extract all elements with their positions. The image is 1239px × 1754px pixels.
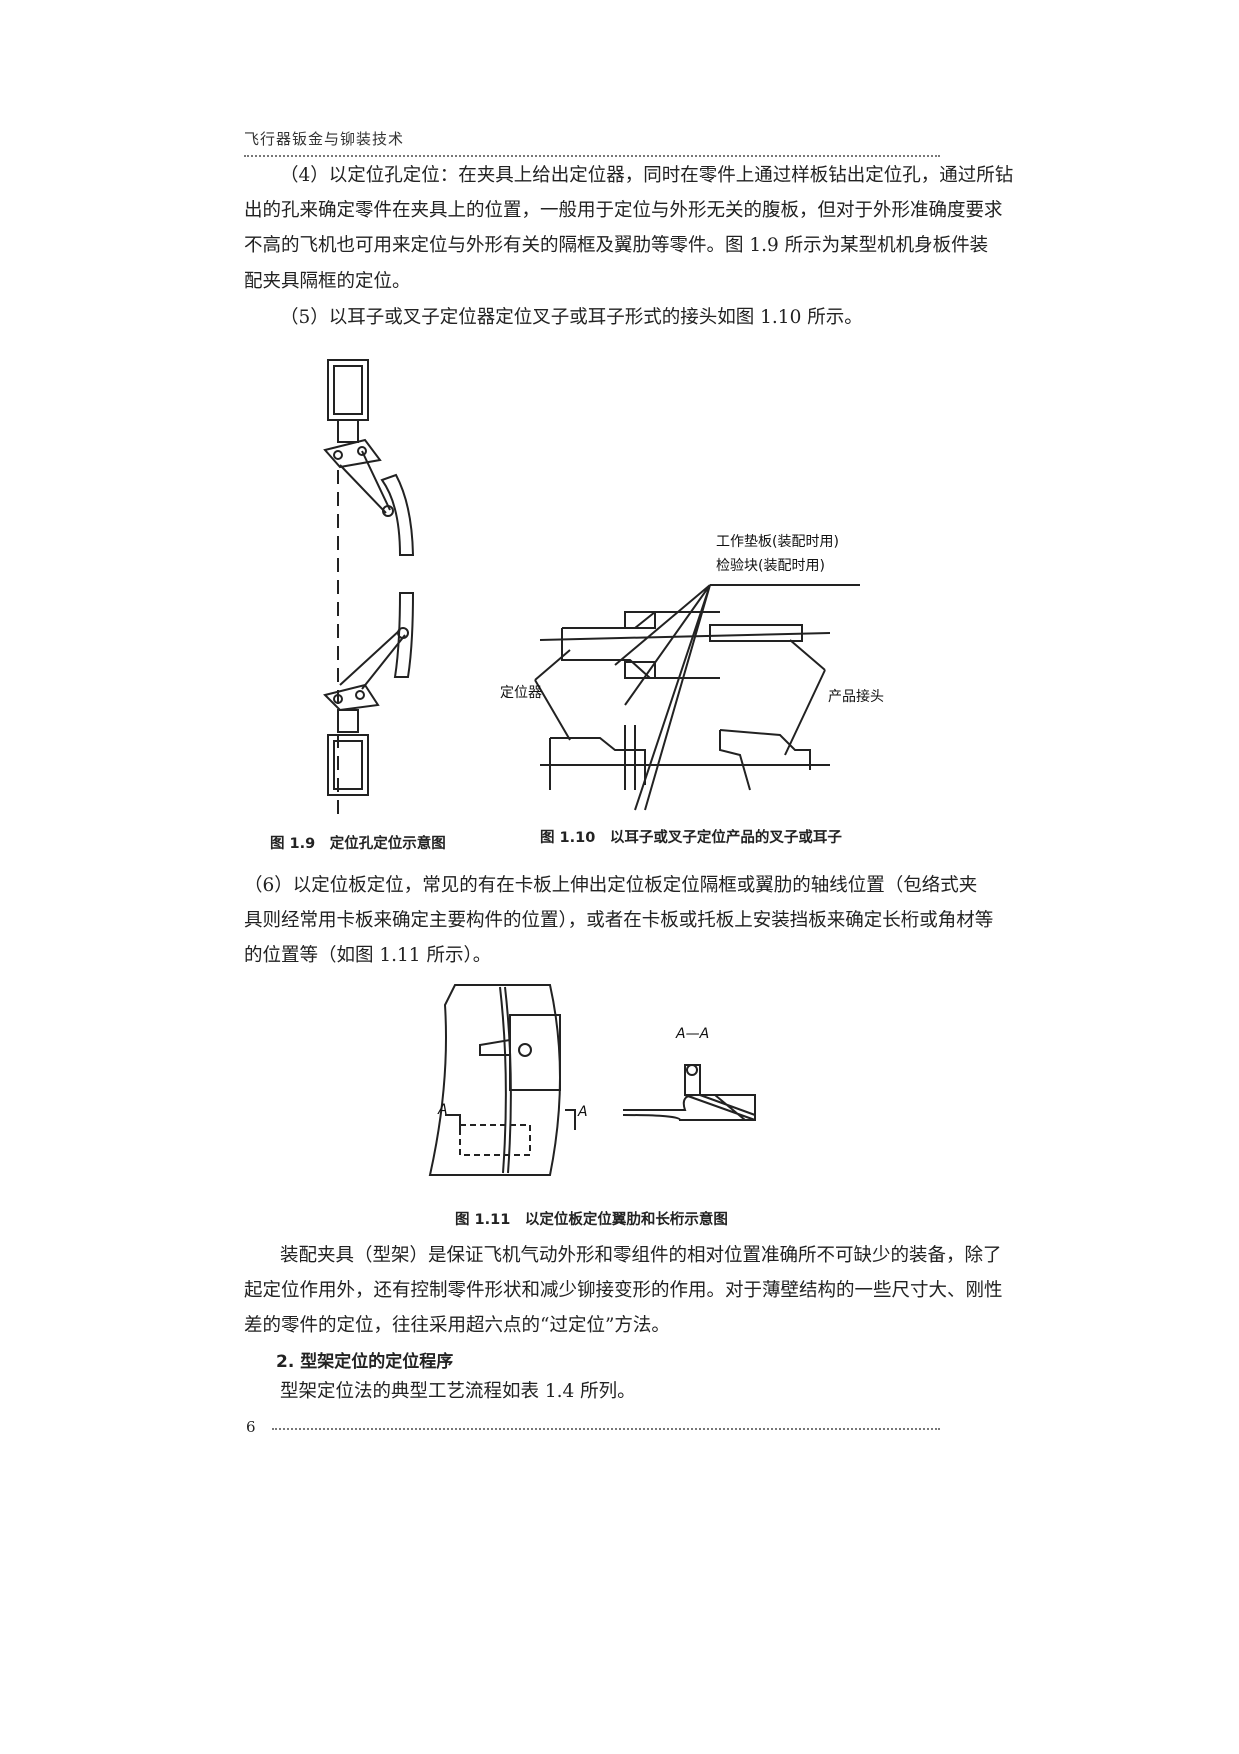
paragraph-8: 型架定位法的典型工艺流程如表 1.4 所列。 bbox=[280, 1381, 636, 1402]
paragraph-6-line: 具则经常用卡板来确定主要构件的位置），或者在卡板或托板上安装挡板来确定长桁或角材… bbox=[244, 910, 994, 931]
section-label-a-a: A—A bbox=[676, 1026, 710, 1042]
label-work-pad: 工作垫板(装配时用) bbox=[716, 534, 839, 550]
label-check-block: 检验块(装配时用) bbox=[716, 558, 825, 574]
figure-1-9-caption: 图 1.9 定位孔定位示意图 bbox=[270, 836, 446, 852]
paragraph-7-line: 起定位作用外，还有控制零件形状和减少铆接变形的作用。对于薄壁结构的一些尺寸大、刚… bbox=[244, 1280, 1003, 1301]
section-mark-a-left: A bbox=[438, 1102, 448, 1118]
paragraph-6-line: 的位置等（如图 1.11 所示）。 bbox=[244, 945, 492, 966]
figure-1-11-caption: 图 1.11 以定位板定位翼肋和长桁示意图 bbox=[455, 1212, 728, 1228]
paragraph-7-line: 差的零件的定位，往往采用超六点的“过定位”方法。 bbox=[244, 1315, 670, 1336]
figure-1-9-drawing bbox=[323, 359, 415, 815]
label-locator: 定位器 bbox=[500, 685, 542, 701]
figure-1-10-drawing bbox=[534, 584, 860, 811]
figure-1-11-drawing bbox=[428, 984, 756, 1176]
paragraph-4-line: （4）以定位孔定位：在夹具上给出定位器，同时在零件上通过样板钻出定位孔，通过所钻 bbox=[280, 165, 1014, 186]
paragraph-4-line: 不高的飞机也可用来定位与外形有关的隔框及翼肋等零件。图 1.9 所示为某型机机身… bbox=[244, 235, 989, 256]
header-divider bbox=[244, 155, 940, 157]
paragraph-5: （5）以耳子或叉子定位器定位叉子或耳子形式的接头如图 1.10 所示。 bbox=[280, 307, 863, 328]
footer-divider bbox=[272, 1428, 940, 1430]
paragraph-4-line: 出的孔来确定零件在夹具上的位置，一般用于定位与外形无关的腹板，但对于外形准确度要… bbox=[244, 200, 1003, 221]
figure-1-10-caption: 图 1.10 以耳子或叉子定位产品的叉子或耳子 bbox=[540, 830, 842, 846]
section-heading: 2. 型架定位的定位程序 bbox=[276, 1352, 454, 1372]
running-header: 飞行器钣金与铆装技术 bbox=[244, 130, 405, 148]
paragraph-6-line: （6）以定位板定位，常见的有在卡板上伸出定位板定位隔框或翼肋的轴线位置（包络式夹 bbox=[244, 875, 978, 896]
section-mark-a-right: A bbox=[578, 1104, 588, 1120]
page-number: 6 bbox=[246, 1418, 256, 1436]
paragraph-4-line: 配夹具隔框的定位。 bbox=[244, 271, 411, 292]
label-product-joint: 产品接头 bbox=[828, 689, 884, 705]
paragraph-7-line: 装配夹具（型架）是保证飞机气动外形和零组件的相对位置准确所不可缺少的装备，除了 bbox=[280, 1245, 1002, 1266]
